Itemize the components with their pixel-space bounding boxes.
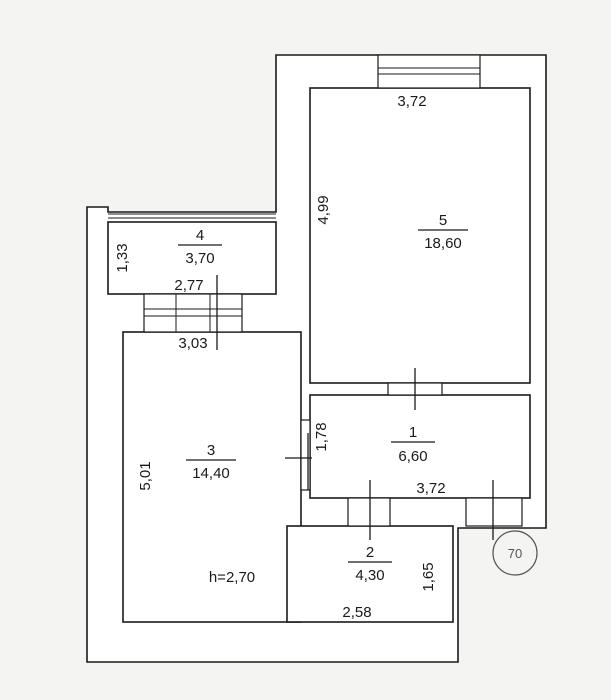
room-2-area: 4,30: [355, 567, 384, 584]
doorway-room-1-3: [300, 419, 311, 491]
room-5-number: 5: [439, 212, 447, 229]
window-room-5: [377, 54, 481, 89]
room-2-number: 2: [366, 544, 374, 561]
room-3-area: 14,40: [192, 465, 230, 482]
dim-room2-width: 2,58: [342, 604, 371, 621]
room-4-outline: [107, 221, 277, 295]
room-5-outline: [309, 87, 531, 384]
room-4-area: 3,70: [185, 250, 214, 267]
room-5-area: 18,60: [424, 235, 462, 252]
dim-room3-width: 3,03: [178, 335, 207, 352]
room-3-number: 3: [207, 442, 215, 459]
room-1-area: 6,60: [398, 448, 427, 465]
doorway-room-1-2: [347, 497, 523, 527]
stamp-number: 70: [508, 546, 522, 561]
room-4-number: 4: [196, 227, 204, 244]
dim-room1-length: 1,78: [313, 422, 330, 451]
dim-room5-width: 3,72: [397, 93, 426, 110]
label-bars: [178, 229, 468, 563]
window-room-4: [108, 213, 276, 219]
dimension-ticks: [216, 275, 494, 540]
dim-room1-width: 3,72: [416, 480, 445, 497]
dim-room2-length: 1,65: [420, 562, 437, 591]
doorway-room-4-3: [143, 293, 243, 333]
dim-room5-length: 4,99: [315, 195, 332, 224]
dim-room3-length: 5,01: [137, 461, 154, 490]
ceiling-height: h=2,70: [209, 569, 255, 586]
room-2-outline: [286, 525, 454, 623]
dim-room4-length: 1,33: [114, 243, 131, 272]
dim-room4-width: 2,77: [174, 277, 203, 294]
room-1-number: 1: [409, 424, 417, 441]
stamp-circle: 70: [492, 530, 538, 576]
